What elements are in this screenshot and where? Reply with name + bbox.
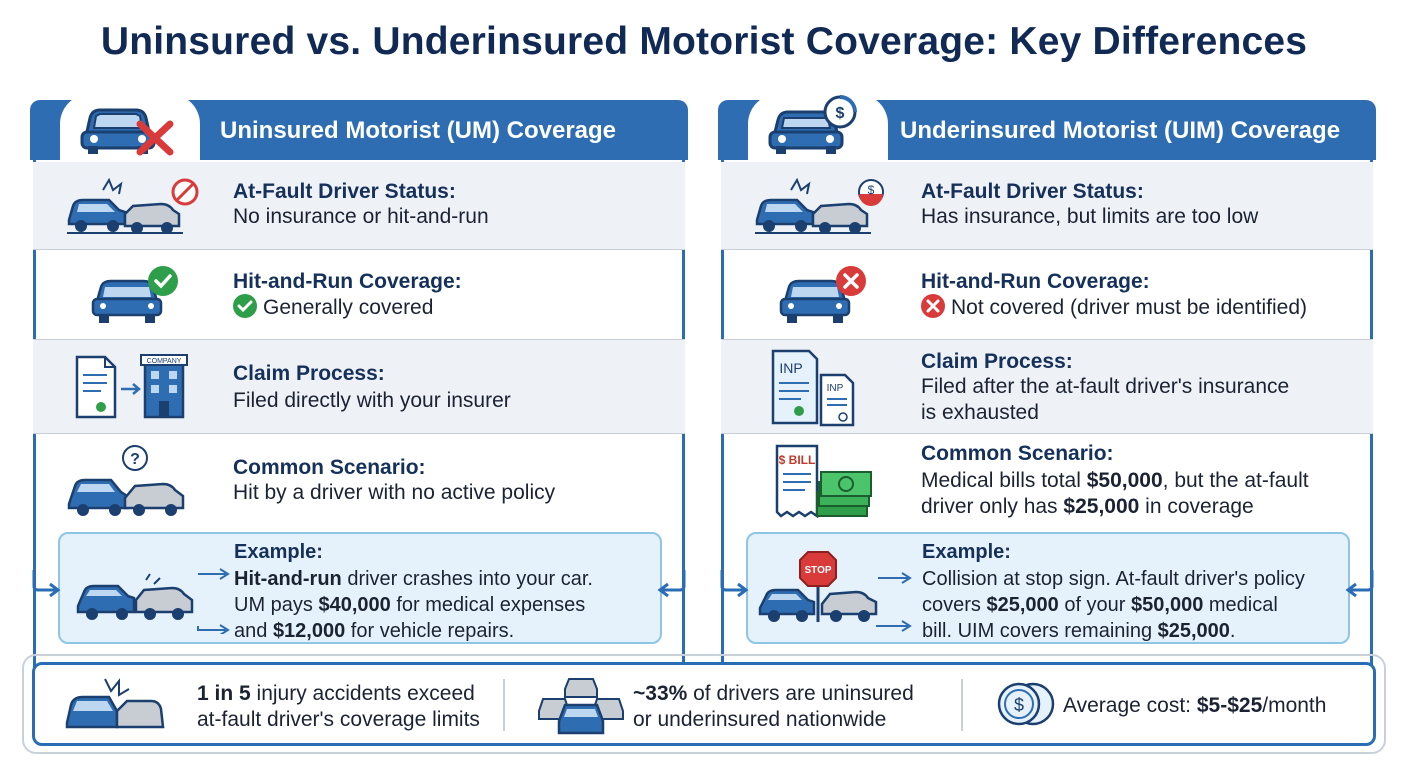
traffic-cars-icon (538, 678, 624, 735)
car-dollar-icon: $ (768, 95, 857, 154)
um-hit-run-label: Hit-and-Run Coverage: (233, 270, 462, 293)
um-example-label: Example: (234, 541, 323, 563)
car-crossed-icon (80, 108, 174, 156)
collision-low-limit-icon: $ (751, 162, 901, 249)
doc-small-label: INP (827, 383, 844, 394)
uim-example-box: STOP Example: Collision at stop sign. At… (746, 532, 1350, 644)
uim-header: $ Underinsured Motorist (UIM) Coverage (718, 94, 1376, 162)
stat-average-cost: $ Average cost: $5-$25/month (995, 665, 1365, 743)
car-cross-icon (751, 250, 901, 339)
um-row-hit-and-run: Hit-and-Run Coverage: Generally covered (33, 250, 685, 340)
car-check-icon (63, 250, 213, 339)
uim-row-claim-process: INP INP Claim Process: Filed after the a… (721, 340, 1373, 434)
coins-icon: $ (997, 682, 1055, 726)
check-circle-icon (233, 294, 257, 318)
uim-claim-value: Filed after the at-fault driver's insura… (921, 375, 1290, 424)
uim-header-title: Underinsured Motorist (UIM) Coverage (900, 117, 1341, 144)
um-row-claim-process: COMPANY Claim Process: Filed directly wi… (33, 340, 685, 434)
crash-icon (65, 678, 165, 729)
uim-header-icon-bubble: $ (748, 94, 888, 162)
svg-text:$: $ (868, 183, 875, 197)
uim-panel: $ Underinsured Motorist (UIM) Coverage $… (718, 94, 1376, 688)
bill-label: $ BILL (779, 453, 816, 467)
um-hit-run-value-wrap: Generally covered (233, 294, 433, 321)
uim-row-driver-status: $ At-Fault Driver Status: Has insurance,… (721, 162, 1373, 250)
uim-example-text: Collision at stop sign. At-fault driver'… (922, 568, 1305, 642)
stop-sign-collision-icon: STOP (758, 551, 912, 632)
um-example-text: Hit-and-run driver crashes into your car… (234, 568, 593, 642)
uim-row-hit-and-run: Hit-and-Run Coverage: Not covered (drive… (721, 250, 1373, 340)
collision-question-icon: ? (63, 434, 213, 530)
uim-hit-run-value: Not covered (driver must be identified) (951, 296, 1307, 319)
cross-circle-icon (921, 294, 945, 318)
uim-claim-label: Claim Process: (921, 350, 1073, 373)
stats-divider (961, 679, 963, 731)
um-panel: Uninsured Motorist (UM) Coverage At-Faul… (30, 94, 688, 688)
uim-driver-status-label: At-Fault Driver Status: (921, 180, 1144, 203)
stats-divider (503, 679, 505, 731)
page-title: Uninsured vs. Underinsured Motorist Cove… (100, 20, 1308, 63)
building-sign-text: COMPANY (147, 358, 182, 365)
two-car-collision-icon (76, 568, 230, 634)
doc-big-label: INP (779, 360, 802, 376)
uim-flow-arrow-icon (720, 570, 749, 598)
um-claim-label: Claim Process: (233, 362, 385, 385)
um-header: Uninsured Motorist (UM) Coverage (30, 94, 688, 162)
um-row-driver-status: At-Fault Driver Status: No insurance or … (33, 162, 685, 250)
um-scenario-label: Common Scenario: (233, 456, 426, 479)
bill-money-icon: $ BILL (751, 434, 901, 530)
um-header-icon-bubble (60, 94, 200, 162)
um-scenario-value: Hit by a driver with no active policy (233, 481, 556, 504)
uim-row-scenario: $ BILL Common Scenario: Medical bills to… (721, 434, 1373, 530)
insurance-documents-icon: INP INP (751, 340, 901, 433)
um-flow-arrow-icon (32, 570, 61, 598)
svg-text:?: ? (130, 451, 140, 468)
um-header-title: Uninsured Motorist (UM) Coverage (220, 117, 617, 144)
um-example-box: Example: Hit-and-run driver crashes into… (58, 532, 662, 644)
stats-outer-frame (22, 654, 1386, 754)
um-flow-arrow-right-icon (657, 570, 686, 598)
uim-driver-status-value: Has insurance, but limits are too low (921, 205, 1259, 228)
stat-average-cost-text: Average cost: $5-$25/month (1063, 694, 1327, 717)
collision-no-insurance-icon (63, 162, 213, 249)
um-row-scenario: ? Common Scenario: Hit by a driver with … (33, 434, 685, 530)
um-driver-status-value: No insurance or hit-and-run (233, 205, 489, 228)
uim-hit-run-label: Hit-and-Run Coverage: (921, 270, 1150, 293)
um-claim-value: Filed directly with your insurer (233, 389, 511, 412)
svg-text:$: $ (1014, 695, 1024, 715)
document-to-insurer-icon: COMPANY (63, 340, 213, 433)
uim-scenario-label: Common Scenario: (921, 442, 1114, 465)
uim-scenario-value: Medical bills total $50,000, but the at-… (921, 469, 1309, 518)
uim-hit-run-value-wrap: Not covered (driver must be identified) (921, 294, 1307, 321)
svg-text:$: $ (836, 105, 845, 122)
um-hit-run-value: Generally covered (263, 296, 434, 319)
um-driver-status-label: At-Fault Driver Status: (233, 180, 456, 203)
uim-example-label: Example: (922, 541, 1011, 563)
stop-sign-label: STOP (804, 565, 831, 576)
uim-flow-arrow-right-icon (1345, 570, 1374, 598)
